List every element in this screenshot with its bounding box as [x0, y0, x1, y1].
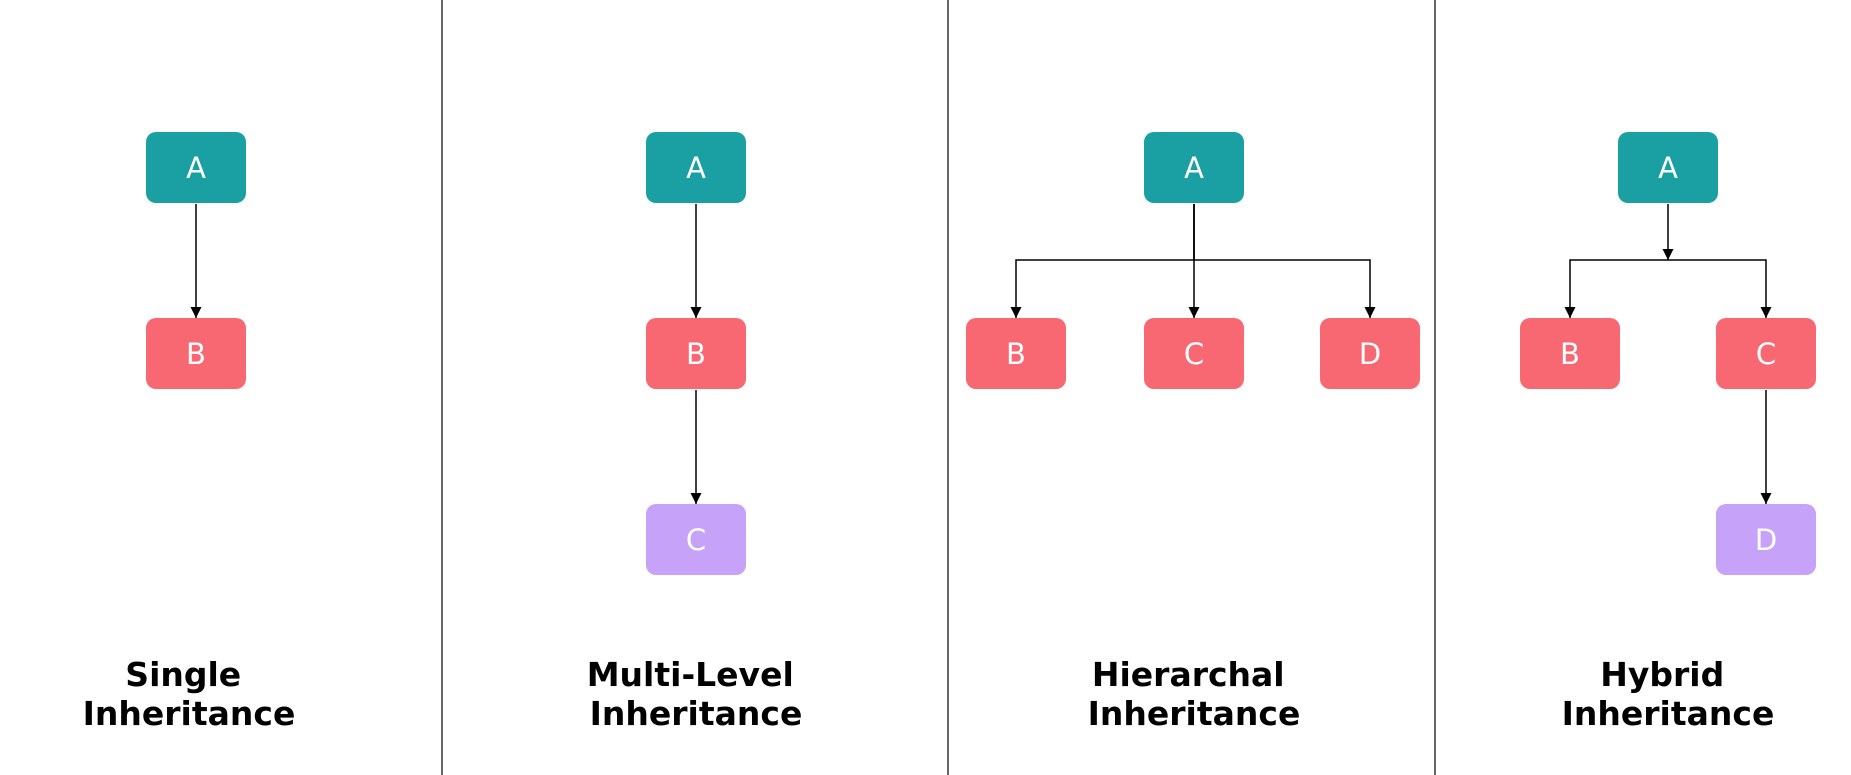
edge-a-to-d [1193, 204, 1376, 318]
panel-hierarchal-inheritance: A B C D Hierarchal Inheritance [966, 132, 1420, 733]
panel-multi-level-inheritance: A B C Multi-Level Inheritance [587, 132, 806, 733]
edge-a-to-b [1564, 259, 1668, 318]
node-label: B [1006, 337, 1026, 371]
caption-line: Hybrid [1600, 655, 1724, 694]
class-node-c: C [1716, 318, 1816, 389]
caption-line: Single [125, 655, 241, 694]
node-box [646, 132, 746, 203]
node-box [1716, 504, 1816, 575]
node-label: B [1560, 337, 1580, 371]
class-node-a: A [646, 132, 746, 203]
class-node-a: A [146, 132, 246, 203]
node-box [1144, 318, 1244, 389]
edge-a-to-b [1010, 204, 1195, 318]
caption-line: Inheritance [83, 694, 296, 733]
panel-caption: Hybrid Inheritance [1562, 655, 1775, 733]
class-node-d: D [1320, 318, 1420, 389]
caption-line: Inheritance [590, 694, 803, 733]
class-node-b: B [1520, 318, 1620, 389]
edges [1010, 204, 1376, 318]
node-label: A [686, 151, 706, 185]
node-box [646, 504, 746, 575]
node-label: D [1359, 337, 1381, 371]
caption-line: Inheritance [1562, 694, 1775, 733]
panel-hybrid-inheritance: A B C D Hybrid Inheritance [1520, 132, 1816, 733]
edges [1564, 204, 1772, 504]
caption-line: Multi-Level [587, 655, 794, 694]
class-node-b: B [966, 318, 1066, 389]
caption-line: Inheritance [1088, 694, 1301, 733]
node-label: B [186, 337, 206, 371]
node-box [1618, 132, 1718, 203]
class-node-b: B [646, 318, 746, 389]
node-label: A [186, 151, 206, 185]
node-label: A [1184, 151, 1204, 185]
node-box [646, 318, 746, 389]
node-label: D [1755, 523, 1777, 557]
node-label: C [1756, 337, 1776, 371]
panel-caption: Single Inheritance [83, 655, 296, 733]
node-label: C [686, 523, 706, 557]
class-node-c: C [646, 504, 746, 575]
node-box [146, 132, 246, 203]
node-box [1320, 318, 1420, 389]
node-label: B [686, 337, 706, 371]
caption-line: Hierarchal [1092, 655, 1285, 694]
panel-caption: Multi-Level Inheritance [587, 655, 806, 733]
panel-caption: Hierarchal Inheritance [1088, 655, 1301, 733]
node-box [1520, 318, 1620, 389]
node-label: C [1184, 337, 1204, 371]
panel-single-inheritance: A B Single Inheritance [83, 132, 296, 733]
node-box [1716, 318, 1816, 389]
panel-dividers [441, 0, 1436, 775]
class-node-d: D [1716, 504, 1816, 575]
node-box [966, 318, 1066, 389]
node-box [146, 318, 246, 389]
class-node-a: A [1618, 132, 1718, 203]
class-node-c: C [1144, 318, 1244, 389]
class-node-a: A [1144, 132, 1244, 203]
node-label: A [1658, 151, 1678, 185]
edge-a-to-c [1668, 259, 1772, 318]
node-box [1144, 132, 1244, 203]
class-node-b: B [146, 318, 246, 389]
